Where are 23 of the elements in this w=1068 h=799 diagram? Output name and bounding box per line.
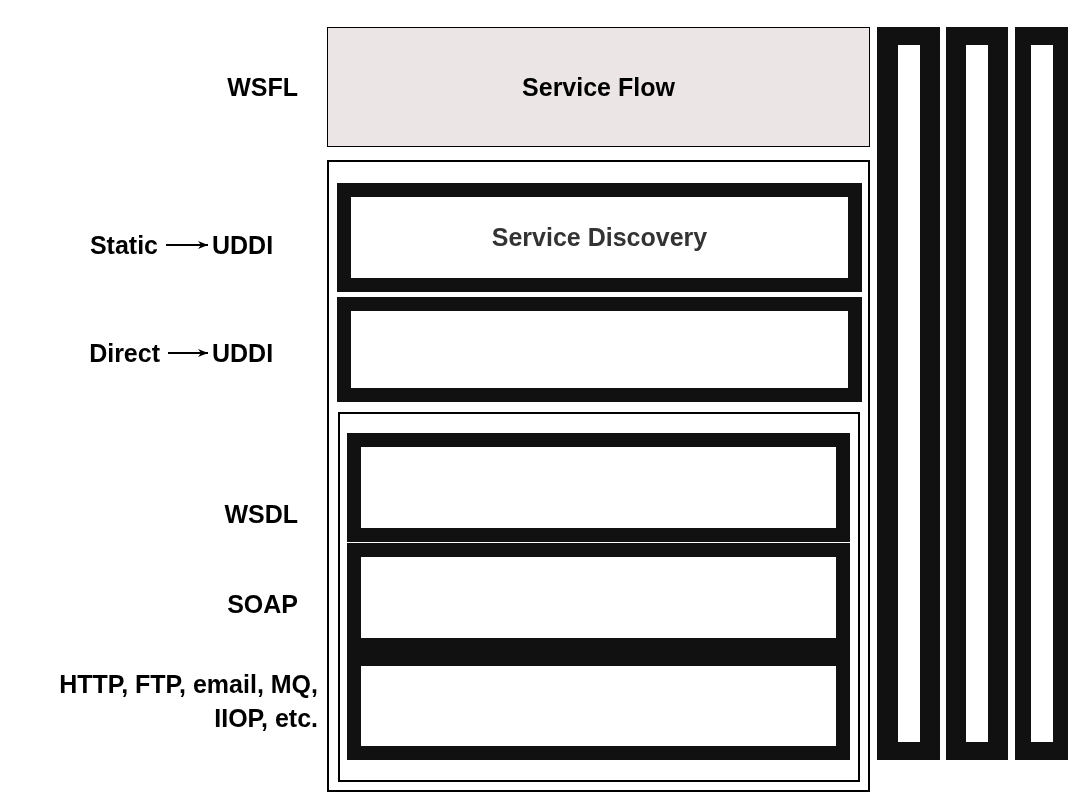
layer-box xyxy=(347,652,850,760)
layer-box xyxy=(347,543,850,652)
vertical-bar xyxy=(877,27,940,760)
layer-name: Direct xyxy=(89,340,160,366)
layer-box xyxy=(327,27,870,147)
layer-label: WSDL xyxy=(223,499,298,530)
layer-name: Static xyxy=(89,232,158,258)
group-frame xyxy=(327,160,870,792)
layer-name: UDDI xyxy=(212,340,274,366)
layer-box xyxy=(337,297,862,402)
arrow xyxy=(167,349,209,357)
vertical-bar xyxy=(1015,27,1068,760)
layer-name: UDDI xyxy=(212,232,274,258)
vertical-bar xyxy=(946,27,1008,760)
layer-box xyxy=(347,433,850,542)
layer-name: Service Flow xyxy=(522,74,675,100)
layer-label: SOAP xyxy=(226,589,298,620)
group-frame xyxy=(338,412,860,782)
layer-box xyxy=(337,183,862,292)
layer-label: HTTP, FTP, email, MQ, IIOP, etc. xyxy=(58,669,318,734)
arrow xyxy=(165,241,209,249)
layer-name: Service Discovery xyxy=(491,225,708,250)
layer-label: WSFL xyxy=(226,72,298,103)
